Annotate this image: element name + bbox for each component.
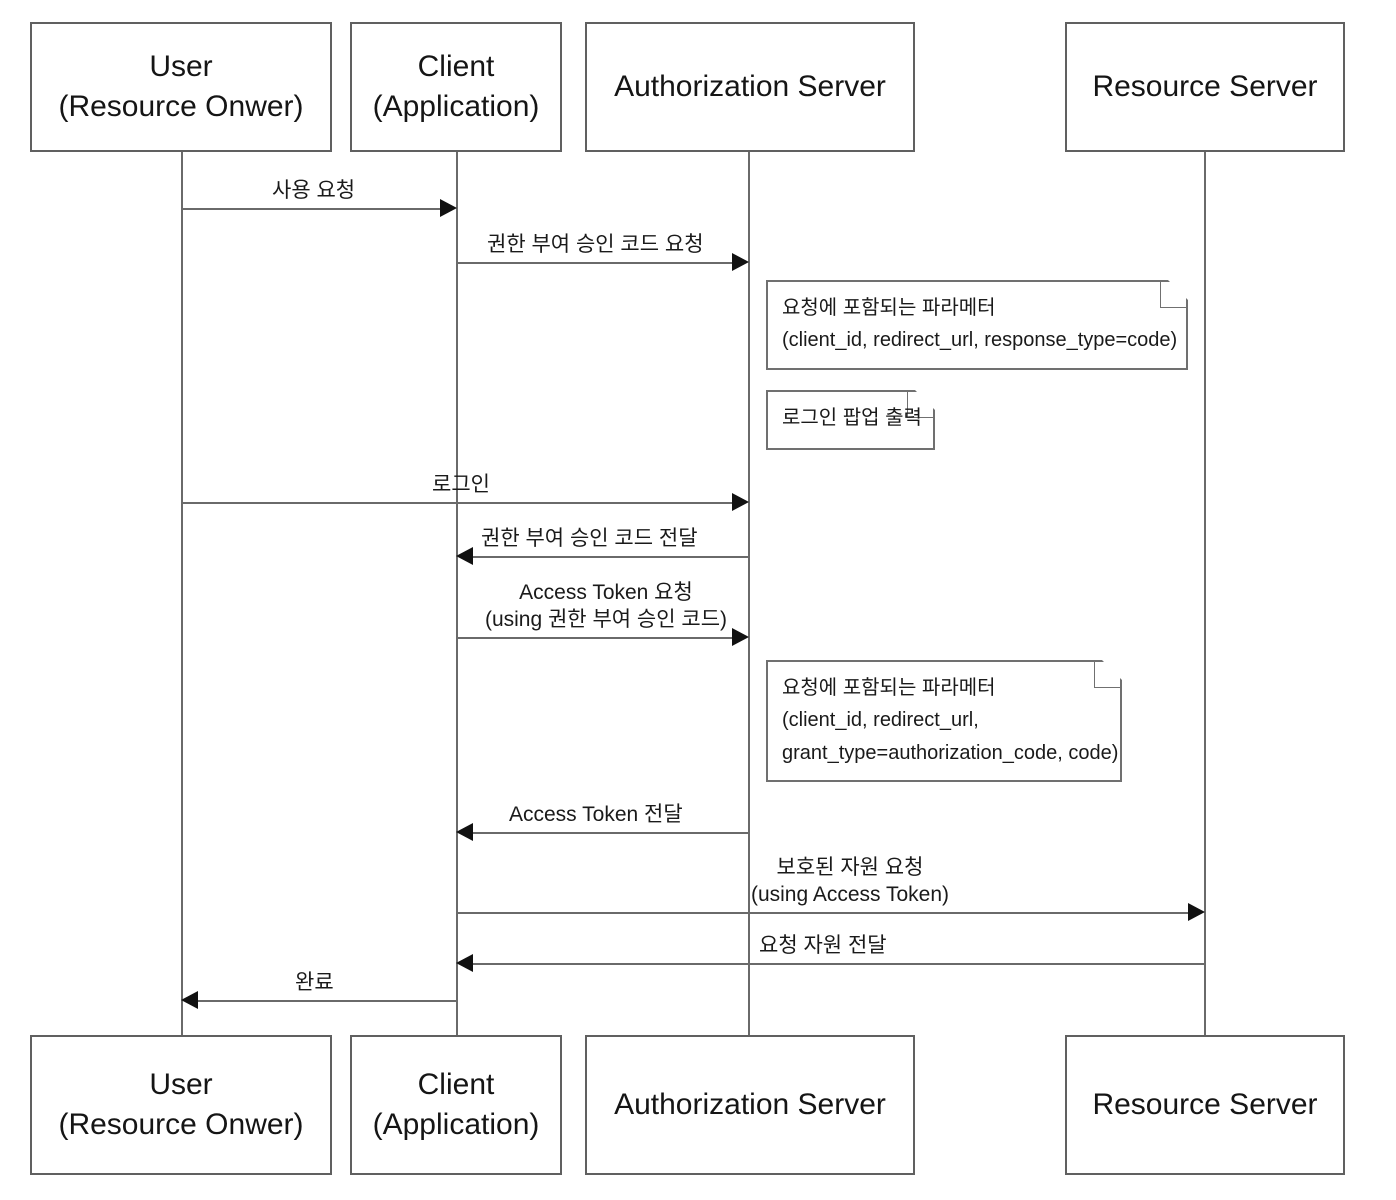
participant-box-authorization-server-bottom[interactable]: Authorization Server <box>585 1035 915 1175</box>
note-request-parameters-1: 요청에 포함되는 파라메터 (client_id, redirect_url, … <box>766 280 1188 370</box>
note-line-1: 요청에 포함되는 파라메터 <box>782 297 996 319</box>
message-line-login <box>182 502 732 504</box>
arrowhead-resource-delivery <box>456 954 473 972</box>
participant-box-client-top[interactable]: Client (Application) <box>350 22 562 152</box>
participant-label-user-line2: (Resource Onwer) <box>58 90 304 123</box>
participant-label-auth-line1: Authorization Server <box>614 1087 886 1121</box>
message-line-complete <box>198 1000 457 1002</box>
message-line-auth-code-request <box>457 262 732 264</box>
lifeline-resource-server <box>1204 152 1206 1037</box>
arrowhead-auth-code-delivery <box>456 547 473 565</box>
arrowhead-auth-code-request <box>732 253 749 271</box>
participant-box-user-bottom[interactable]: User (Resource Onwer) <box>30 1035 332 1175</box>
arrowhead-complete <box>181 991 198 1009</box>
note-line-2: (client_id, redirect_url, <box>782 709 979 732</box>
message-line-access-token-request <box>457 637 732 639</box>
arrowhead-access-token-request <box>732 628 749 646</box>
note-text-request-parameters-1: 요청에 포함되는 파라메터 (client_id, redirect_url, … <box>782 292 1178 357</box>
message-label-login: 로그인 <box>432 473 490 496</box>
message-label-auth-code-request: 권한 부여 승인 코드 요청 <box>487 233 704 256</box>
participant-box-user-top[interactable]: User (Resource Onwer) <box>30 22 332 152</box>
participant-label-client-line2: (Application) <box>372 90 540 123</box>
message-label-access-token-request-line1: Access Token 요청 <box>519 581 693 604</box>
note-line-2: (client_id, redirect_url, response_type=… <box>782 329 1178 352</box>
participant-label-user-line1: User <box>149 1067 213 1101</box>
message-label-complete: 완료 <box>295 971 334 994</box>
message-label-access-token-request: Access Token 요청 (using 권한 부여 승인 코드) <box>461 580 751 634</box>
message-label-protected-resource-request-line2: (using Access Token) <box>750 882 950 906</box>
note-login-popup: 로그인 팝업 출력 <box>766 390 935 450</box>
participant-label-client-line1: Client <box>417 1067 495 1101</box>
note-text-login-popup: 로그인 팝업 출력 <box>782 402 925 434</box>
participant-label-user-line1: User <box>149 49 213 83</box>
participant-label-resource-line1: Resource Server <box>1092 69 1318 103</box>
arrowhead-access-token-delivery <box>456 823 473 841</box>
message-label-protected-resource-request-line1: 보호된 자원 요청 <box>776 856 924 879</box>
participant-box-resource-server-top[interactable]: Resource Server <box>1065 22 1345 152</box>
message-label-protected-resource-request: 보호된 자원 요청 (using Access Token) <box>700 855 1000 909</box>
note-request-parameters-2: 요청에 포함되는 파라메터 (client_id, redirect_url, … <box>766 660 1122 782</box>
participant-box-resource-server-bottom[interactable]: Resource Server <box>1065 1035 1345 1175</box>
participant-label-client-line2: (Application) <box>372 1108 540 1141</box>
arrowhead-login <box>732 493 749 511</box>
participant-label-resource-line1: Resource Server <box>1092 1087 1318 1121</box>
message-label-access-token-delivery: Access Token 전달 <box>509 803 683 826</box>
note-line-1: 로그인 팝업 출력 <box>782 407 922 429</box>
message-line-resource-delivery <box>473 963 1205 965</box>
arrowhead-protected-resource-request <box>1188 903 1205 921</box>
message-label-auth-code-delivery: 권한 부여 승인 코드 전달 <box>481 527 698 550</box>
message-label-access-token-request-line2: (using 권한 부여 승인 코드) <box>484 607 728 631</box>
note-line-3: grant_type=authorization_code, code) <box>782 741 1119 764</box>
lifeline-client <box>456 152 458 1037</box>
message-line-auth-code-delivery <box>473 556 749 558</box>
participant-label-user-line2: (Resource Onwer) <box>58 1108 304 1141</box>
participant-box-client-bottom[interactable]: Client (Application) <box>350 1035 562 1175</box>
message-line-access-token-delivery <box>473 832 749 834</box>
participant-box-authorization-server-top[interactable]: Authorization Server <box>585 22 915 152</box>
note-text-request-parameters-2: 요청에 포함되는 파라메터 (client_id, redirect_url, … <box>782 672 1119 769</box>
message-line-usage-request <box>182 208 440 210</box>
note-line-1: 요청에 포함되는 파라메터 <box>782 677 996 699</box>
lifeline-authorization-server <box>748 152 750 1037</box>
message-label-resource-delivery: 요청 자원 전달 <box>759 934 887 957</box>
lifeline-user <box>181 152 183 1037</box>
participant-label-client-line1: Client <box>417 49 495 83</box>
message-line-protected-resource-request <box>457 912 1188 914</box>
participant-label-auth-line1: Authorization Server <box>614 69 886 103</box>
arrowhead-usage-request <box>440 199 457 217</box>
message-label-usage-request: 사용 요청 <box>272 179 356 202</box>
